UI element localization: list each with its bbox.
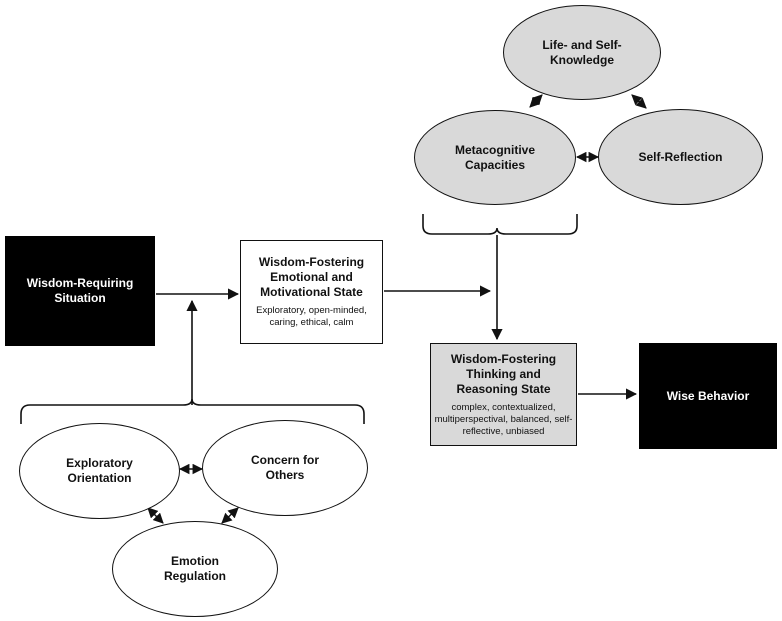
wise-behavior-title: Wise Behavior <box>666 388 750 403</box>
concern-title: Concern for Others <box>250 453 319 482</box>
exploratory-title: Exploratory Orientation <box>66 456 133 485</box>
top-brace <box>422 214 578 235</box>
thinking-state-subtitle: complex, contextualized, multiperspectiv… <box>434 401 573 437</box>
exploratory-ellipse: Exploratory Orientation <box>19 423 180 519</box>
emotional-state-title: Wisdom-Fostering Emotional and Motivatio… <box>258 255 365 299</box>
life-knowledge-ellipse: Life- and Self-Knowledge <box>503 5 661 100</box>
concern-ellipse: Concern for Others <box>202 420 368 516</box>
metacognitive-title: Metacognitive Capacities <box>454 142 535 172</box>
thinking-state-title: Wisdom-Fostering Thinking and Reasoning … <box>450 351 557 396</box>
double-arrow-life-selfreflection <box>631 94 647 109</box>
double-arrow-life-metacog <box>529 94 543 108</box>
situation-box: Wisdom-Requiring Situation <box>5 236 155 346</box>
emotional-state-box: Wisdom-Fostering Emotional and Motivatio… <box>240 240 383 344</box>
emotion-regulation-ellipse: Emotion Regulation <box>112 521 278 617</box>
thinking-state-box: Wisdom-Fostering Thinking and Reasoning … <box>430 343 577 446</box>
situation-title: Wisdom-Requiring Situation <box>26 276 134 305</box>
bottom-brace <box>20 398 365 424</box>
wise-behavior-box: Wise Behavior <box>639 343 777 449</box>
self-reflection-title: Self-Reflection <box>638 149 723 164</box>
double-arrow-exploratory-emotion <box>147 507 164 524</box>
life-knowledge-title: Life- and Self-Knowledge <box>542 37 622 67</box>
double-arrow-concern-emotion <box>221 507 239 524</box>
metacognitive-ellipse: Metacognitive Capacities <box>414 110 576 205</box>
emotional-state-subtitle: Exploratory, open-minded, caring, ethica… <box>256 305 367 328</box>
self-reflection-ellipse: Self-Reflection <box>598 109 763 205</box>
emotion-regulation-title: Emotion Regulation <box>164 554 226 583</box>
